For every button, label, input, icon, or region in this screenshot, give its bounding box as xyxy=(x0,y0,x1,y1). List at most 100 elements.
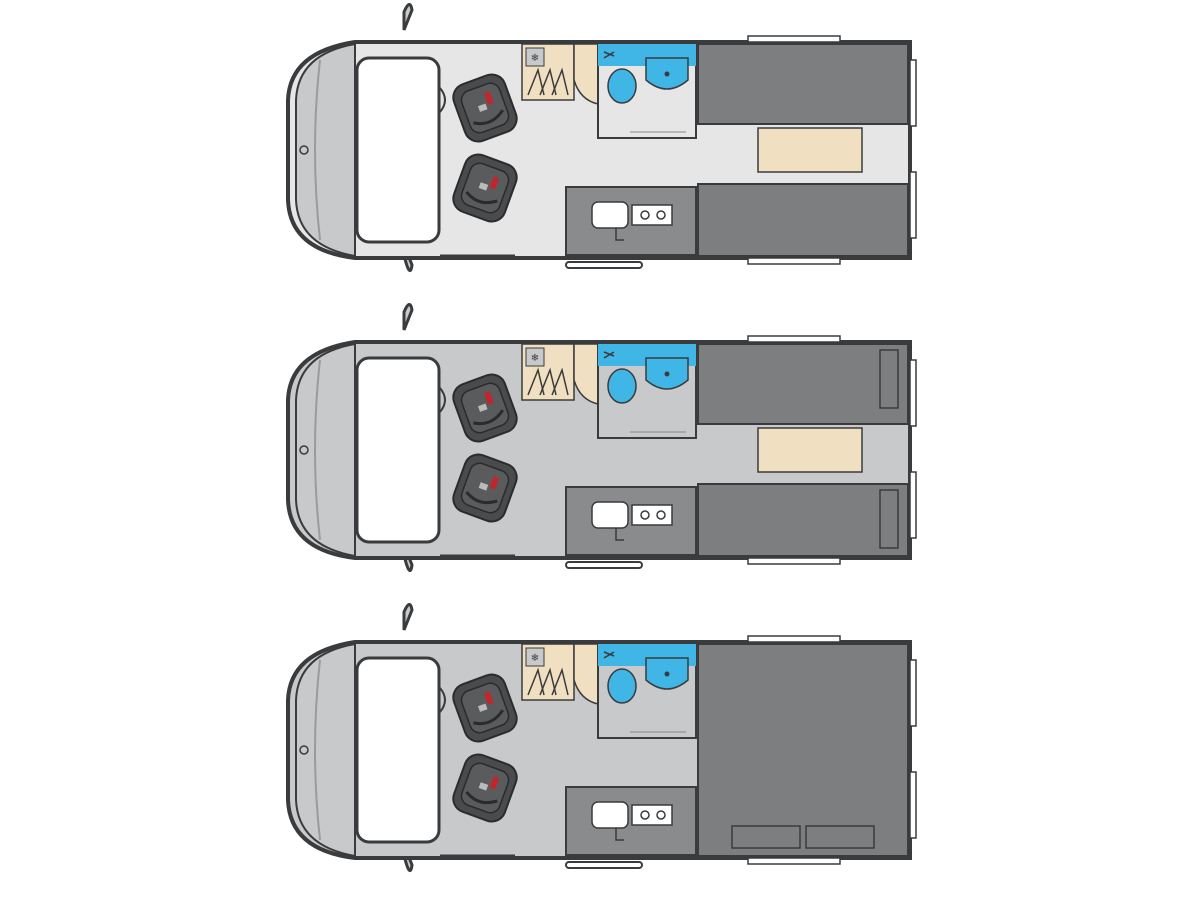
plan-night-bed-rear-door-top xyxy=(909,659,917,727)
plan-day-with-cushions: ❄TV xyxy=(286,303,917,573)
plan-day-table xyxy=(757,127,863,173)
plan-day-passenger-seat-buckle xyxy=(489,176,500,190)
plan-night-bed-entry-step xyxy=(565,861,643,869)
plan-day-nose-badge xyxy=(299,145,309,155)
plan-day-fridge-snow-icon xyxy=(525,47,545,67)
plan-day-with-cushions-hob-burner-1 xyxy=(640,510,650,520)
plan-night-bed-hanger-0 xyxy=(527,667,545,696)
plan-day-tap xyxy=(615,228,624,241)
plan-day-driver-seat-clip xyxy=(477,103,488,112)
plan-night-bed-fridge-snow-icon xyxy=(525,647,545,667)
plan-day-passenger-seat xyxy=(452,153,518,223)
plan-day-with-cushions-window-top xyxy=(747,335,841,343)
plan-day-with-cushions-hanger-1 xyxy=(539,367,557,396)
plan-day-with-cushions-steering-wheel xyxy=(439,387,446,413)
plan-night-bed-toilet xyxy=(607,668,637,704)
plan-day-with-cushions-hanger-2 xyxy=(551,367,569,396)
plan-night-bed-hob-burner-2 xyxy=(656,810,666,820)
plan-day-with-cushions-hanger-0 xyxy=(527,367,545,396)
plan-night-bed-sink xyxy=(591,801,629,829)
plan-day-with-cushions-cushion-top xyxy=(879,349,899,409)
plan-night-bed-rear-door-bottom xyxy=(909,771,917,839)
plan-day-with-cushions-rear-door-top xyxy=(909,359,917,427)
plan-day-kitchen-unit xyxy=(565,186,697,256)
plan-day-steering-wheel xyxy=(439,87,446,113)
plan-night-bed-nose-line xyxy=(314,659,321,841)
plan-night-bed-kitchen-unit xyxy=(565,786,697,856)
plan-day-with-cushions-passenger-seat-clip xyxy=(478,482,489,491)
plan-day-window-bottom xyxy=(747,257,841,265)
plan-day-with-cushions-scissors-icon xyxy=(603,351,615,359)
plan-day-with-cushions-mirror-top xyxy=(402,303,414,331)
plan-day-with-cushions-cushion-bottom xyxy=(879,489,899,549)
plan-day-with-cushions-rear-door-bottom xyxy=(909,471,917,539)
plan-night-bed-driver-seat-belt xyxy=(473,709,505,726)
plan-day-snowflake-glyph: ❄ xyxy=(531,53,539,64)
plan-day-with-cushions-driver-seat xyxy=(452,373,518,443)
plan-night-bed: ❄TV xyxy=(286,603,917,873)
plan-day-with-cushions-snowflake-glyph: ❄ xyxy=(531,353,539,364)
plan-day-with-cushions-sink xyxy=(591,501,629,529)
plan-day-cab-nose xyxy=(295,42,356,258)
plan-day-hob xyxy=(631,204,673,226)
plan-day: ❄TV xyxy=(286,3,917,273)
plan-day-passenger-seat-belt xyxy=(465,190,498,205)
plan-night-bed-driver-seat xyxy=(452,673,518,743)
plan-day-toilet xyxy=(607,68,637,104)
plan-day-with-cushions-driver-seat-buckle xyxy=(483,391,494,405)
plan-day-window-top xyxy=(747,35,841,43)
plan-day-with-cushions-sofa-bottom xyxy=(697,483,909,557)
plan-day-driver-seat-belt xyxy=(473,109,505,126)
plan-day-with-cushions-driver-seat-belt xyxy=(473,409,505,426)
plan-day-sink xyxy=(591,201,629,229)
plan-night-bed-hanger-2 xyxy=(551,667,569,696)
plan-day-with-cushions-windscreen xyxy=(355,356,441,544)
plan-day-hanger-2 xyxy=(551,67,569,96)
plan-night-bed-passenger-seat-belt xyxy=(465,790,498,805)
plan-day-hanger-1 xyxy=(539,67,557,96)
plan-day-with-cushions-hob-burner-2 xyxy=(656,510,666,520)
plan-night-bed-driver-seat-clip xyxy=(477,703,488,712)
plan-day-with-cushions-passenger-seat xyxy=(452,453,518,523)
plan-night-bed-hanger-1 xyxy=(539,667,557,696)
plan-night-bed-pillow-right xyxy=(805,825,875,849)
plan-day-with-cushions-nose-line xyxy=(314,359,321,541)
plan-day-passenger-seat-clip xyxy=(478,182,489,191)
plan-night-bed-passenger-seat-buckle xyxy=(489,776,500,790)
plan-night-bed-passenger-seat-clip xyxy=(478,782,489,791)
plan-night-bed-hob xyxy=(631,804,673,826)
plan-night-bed-driver-seat-buckle xyxy=(483,691,494,705)
plan-day-with-cushions-fridge-snow-icon xyxy=(525,347,545,367)
plan-day-with-cushions-hob xyxy=(631,504,673,526)
plan-day-driver-seat xyxy=(452,73,518,143)
plan-night-bed-steering-wheel xyxy=(439,687,446,713)
plan-day-with-cushions-cab-nose xyxy=(295,342,356,558)
plan-day-with-cushions-driver-seat-clip xyxy=(477,403,488,412)
plan-night-bed-passenger-seat xyxy=(452,753,518,823)
plan-day-with-cushions-toilet xyxy=(607,368,637,404)
plan-day-mirror-top xyxy=(402,3,414,31)
plan-day-with-cushions-kitchen-unit xyxy=(565,486,697,556)
plan-day-with-cushions-basin-drain xyxy=(664,371,670,377)
plan-day-basin-drain xyxy=(664,71,670,77)
plan-day-scissors-icon xyxy=(603,51,615,59)
plan-day-with-cushions-window-bottom xyxy=(747,557,841,565)
plan-night-bed-cab-nose xyxy=(295,642,356,858)
plan-night-bed-tap xyxy=(615,828,624,841)
plan-night-bed-window-bottom xyxy=(747,857,841,865)
plan-night-bed-hob-burner-1 xyxy=(640,810,650,820)
plan-day-windscreen xyxy=(355,56,441,244)
plan-night-bed-pillow-left xyxy=(731,825,801,849)
plan-day-hob-burner-1 xyxy=(640,210,650,220)
plan-day-with-cushions-tap xyxy=(615,528,624,541)
plan-day-with-cushions-passenger-seat-buckle xyxy=(489,476,500,490)
plan-day-nose-line xyxy=(314,59,321,241)
plan-day-driver-seat-buckle xyxy=(483,91,494,105)
plan-night-bed-windscreen xyxy=(355,656,441,844)
plan-day-with-cushions-entry-step xyxy=(565,561,643,569)
plan-day-with-cushions-nose-badge xyxy=(299,445,309,455)
plan-day-entry-step xyxy=(565,261,643,269)
plan-day-rear-door-top xyxy=(909,59,917,127)
